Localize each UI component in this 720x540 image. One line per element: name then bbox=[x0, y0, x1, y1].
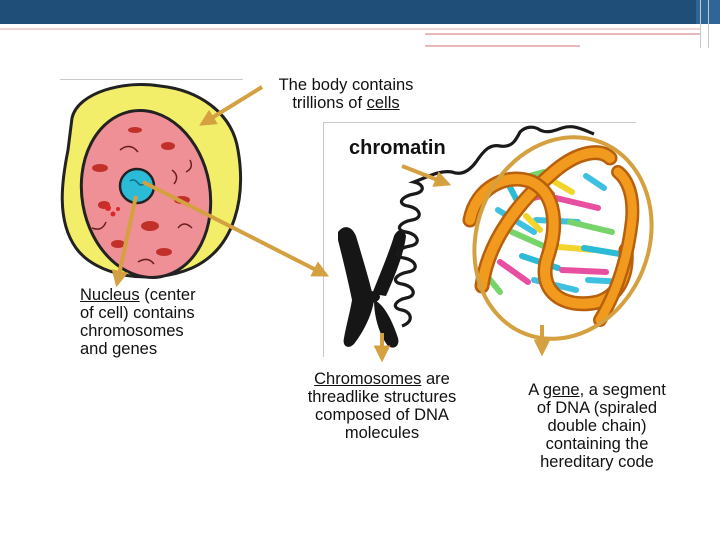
body-cells-label: The body contains trillions of cells bbox=[265, 76, 427, 112]
nucleus-pointer-arrow bbox=[111, 195, 138, 288]
chromosome-frame-line bbox=[323, 122, 636, 123]
gene-term: gene bbox=[542, 381, 580, 399]
header-divider-2 bbox=[708, 0, 709, 48]
gene-label: A gene, a segment of DNA (spiraled doubl… bbox=[502, 381, 692, 471]
chromosome-frame-side bbox=[323, 122, 324, 357]
header-strip bbox=[0, 28, 700, 30]
chromatin-pointer-arrow bbox=[401, 164, 452, 187]
gene-highlight-circle bbox=[472, 135, 654, 341]
nucleus-line3: chromosomes bbox=[80, 322, 184, 340]
header-strip-short bbox=[425, 33, 700, 35]
chromosomes-term: Chromosomes bbox=[314, 370, 422, 388]
nucleus-term: Nucleus bbox=[80, 286, 140, 304]
chromosomes-line2: threadlike structures bbox=[307, 388, 457, 406]
body-label-line2: trillions of bbox=[292, 94, 367, 112]
chromosomes-line4: molecules bbox=[344, 424, 420, 442]
nucleus-line4: and genes bbox=[80, 340, 158, 358]
chromosome-illustration bbox=[338, 227, 406, 348]
nucleus-to-chromosome-arrow bbox=[142, 180, 329, 277]
header-bar bbox=[0, 0, 720, 24]
dna-helix-illustration bbox=[462, 145, 640, 327]
gene-line4: containing the bbox=[545, 435, 649, 453]
header-divider bbox=[700, 0, 701, 48]
nucleus-line2: of cell) contains bbox=[80, 304, 195, 322]
gene-line2: of DNA (spiraled bbox=[536, 399, 658, 417]
header-strip-small bbox=[425, 45, 580, 47]
gene-line3: double chain) bbox=[547, 417, 647, 435]
gene-line5: hereditary code bbox=[540, 453, 654, 471]
chromosomes-label: Chromosomes are threadlike structures co… bbox=[286, 370, 478, 442]
nucleus-line1: (center bbox=[139, 286, 196, 304]
gene-line1-pre: A bbox=[528, 381, 543, 399]
nucleus-label: Nucleus (center of cell) contains chromo… bbox=[80, 286, 250, 358]
chromosomes-line1: are bbox=[421, 370, 450, 388]
chromatin-thread bbox=[393, 125, 595, 328]
chromatin-label: chromatin bbox=[349, 137, 446, 159]
chromosomes-line3: composed of DNA bbox=[315, 406, 449, 424]
cells-pointer-arrow bbox=[199, 85, 264, 126]
cells-term: cells bbox=[366, 94, 400, 112]
gene-line1-post: , a segment bbox=[579, 381, 666, 399]
body-label-line1: The body contains bbox=[278, 76, 414, 94]
cell-illustration bbox=[60, 82, 242, 279]
cell-frame-line bbox=[60, 79, 243, 80]
